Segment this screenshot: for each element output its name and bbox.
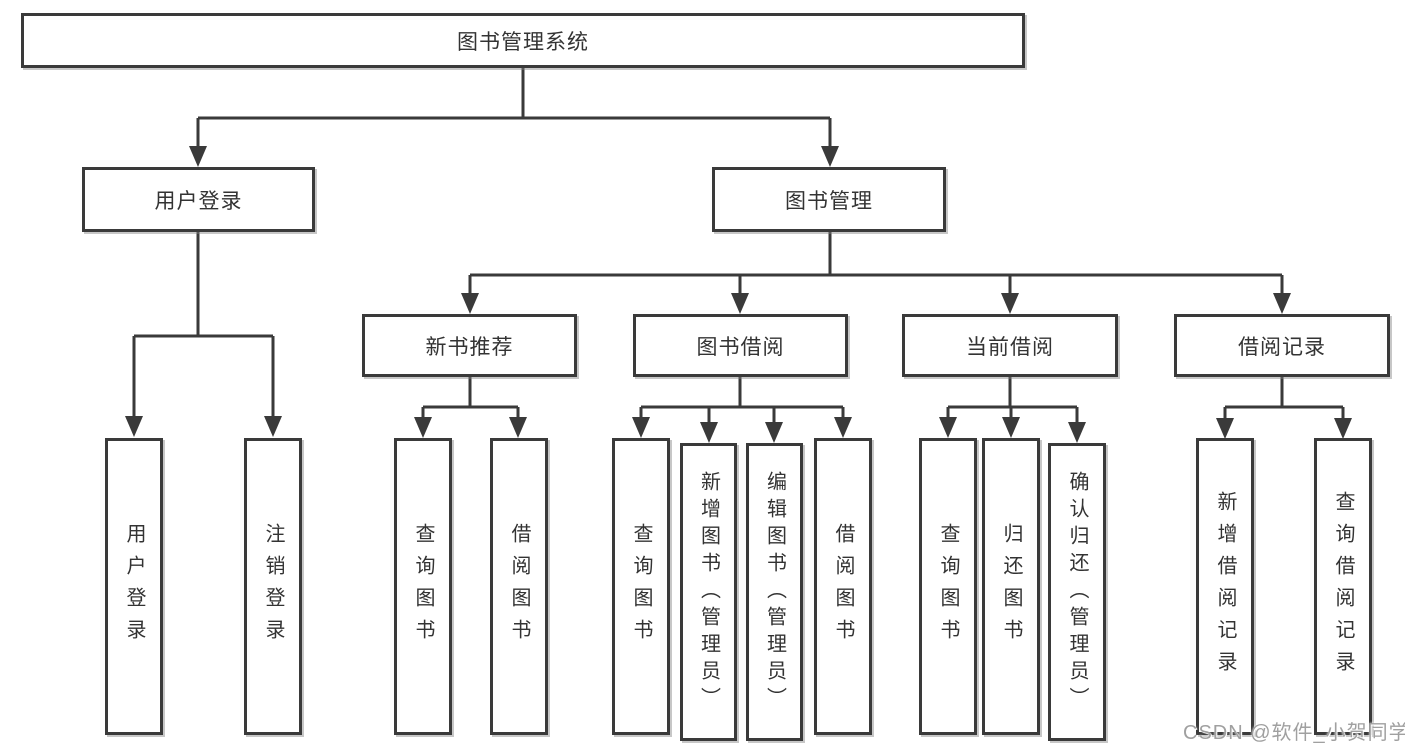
leaf-add-book-admin-label: 新增图书（管理员） <box>697 470 720 714</box>
arrowhead <box>509 417 527 438</box>
arrowhead <box>834 417 852 438</box>
leaf-edit-book-admin: 编辑图书（管理员） <box>746 443 803 741</box>
leaf-confirm-return-admin: 确认归还（管理员） <box>1048 443 1106 741</box>
node-book-borrow: 图书借阅 <box>633 314 848 377</box>
leaf-borrow-books: 借阅图书 <box>814 438 872 735</box>
leaf-logout-label: 注销登录 <box>262 522 284 651</box>
leaf-query-books-borrow-label: 查询图书 <box>630 522 652 651</box>
leaf-return-book-label: 归还图书 <box>1000 522 1022 651</box>
leaf-user-login-label: 用户登录 <box>123 522 145 651</box>
arrowhead <box>1002 417 1020 438</box>
node-root: 图书管理系统 <box>21 13 1025 68</box>
leaf-add-borrow-record: 新增借阅记录 <box>1196 438 1254 735</box>
arrowhead <box>765 422 783 443</box>
csdn-watermark: CSDN @软件_小贺同学 <box>1183 722 1405 744</box>
arrowhead <box>939 417 957 438</box>
arrowhead <box>1216 418 1234 439</box>
leaf-query-books-current-label: 查询图书 <box>937 522 959 651</box>
node-borrow-records: 借阅记录 <box>1174 314 1390 377</box>
leaf-add-borrow-record-label: 新增借阅记录 <box>1214 490 1236 683</box>
leaf-borrow-books-label: 借阅图书 <box>832 522 854 651</box>
leaf-borrow-books-recommend-label: 借阅图书 <box>508 522 530 651</box>
arrowhead <box>461 293 479 314</box>
leaf-borrow-books-recommend: 借阅图书 <box>490 438 548 735</box>
arrowhead <box>700 422 718 443</box>
leaf-query-books-current: 查询图书 <box>919 438 977 735</box>
leaf-user-login: 用户登录 <box>105 438 163 735</box>
leaf-logout: 注销登录 <box>244 438 302 735</box>
leaf-confirm-return-admin-label: 确认归还（管理员） <box>1066 470 1088 714</box>
node-current-borrow-label: 当前借阅 <box>966 335 1054 359</box>
arrowhead <box>125 416 143 437</box>
leaf-edit-book-admin-label: 编辑图书（管理员） <box>763 470 786 714</box>
node-new-book-recommend-label: 新书推荐 <box>425 335 514 359</box>
arrowhead <box>731 293 749 314</box>
node-book-management: 图书管理 <box>712 167 946 232</box>
arrowhead <box>1273 293 1291 314</box>
node-user-login-label: 用户登录 <box>154 189 243 213</box>
node-book-management-label: 图书管理 <box>785 189 873 213</box>
leaf-return-book: 归还图书 <box>982 438 1040 735</box>
leaf-add-book-admin: 新增图书（管理员） <box>680 443 737 741</box>
node-borrow-records-label: 借阅记录 <box>1238 335 1326 359</box>
node-book-borrow-label: 图书借阅 <box>696 335 785 359</box>
arrowhead <box>821 146 839 167</box>
leaf-query-books-recommend-label: 查询图书 <box>412 522 434 651</box>
arrowhead <box>1334 418 1352 439</box>
node-root-label: 图书管理系统 <box>457 30 589 54</box>
arrowhead <box>1068 422 1086 443</box>
arrowhead <box>189 146 207 167</box>
arrowhead <box>632 417 650 438</box>
node-current-borrow: 当前借阅 <box>902 314 1118 377</box>
leaf-query-borrow-record-label: 查询借阅记录 <box>1332 490 1354 683</box>
arrowhead <box>1001 293 1019 314</box>
arrowhead <box>414 417 432 438</box>
node-user-login: 用户登录 <box>82 167 315 232</box>
leaf-query-books-recommend: 查询图书 <box>394 438 452 735</box>
node-new-book-recommend: 新书推荐 <box>362 314 577 377</box>
arrowhead <box>264 416 282 437</box>
leaf-query-books-borrow: 查询图书 <box>612 438 670 735</box>
leaf-query-borrow-record: 查询借阅记录 <box>1314 438 1372 735</box>
